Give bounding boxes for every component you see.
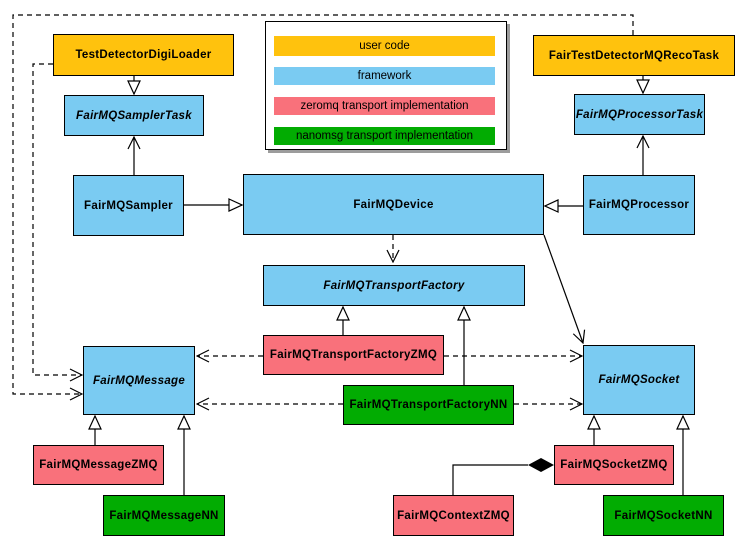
node-label: FairMQSocketNN <box>614 509 713 522</box>
edge-fairmqdevice-uses-fairmqsocket <box>543 234 583 343</box>
legend-item-user-code: user code <box>274 36 495 56</box>
legend-item-nanomsg: nanomsg transport implementation <box>274 127 495 145</box>
node-fairmqtransportfactory: FairMQTransportFactory <box>263 265 525 306</box>
node-label: FairMQMessageZMQ <box>39 459 158 471</box>
legend-item-framework: framework <box>274 67 495 85</box>
legend-label: framework <box>357 70 412 82</box>
node-label: FairMQProcessor <box>588 199 690 211</box>
node-label: FairMQContextZMQ <box>397 509 510 522</box>
legend-item-zeromq: zeromq transport implementation <box>274 97 495 115</box>
edge-testdetectordigiloader-depends-fairmqmessage <box>32 63 82 375</box>
legend: user code framework zeromq transport imp… <box>265 21 507 150</box>
node-fairmqsampler: FairMQSampler <box>73 175 184 236</box>
legend-label: zeromq transport implementation <box>300 100 469 112</box>
node-label: FairTestDetectorMQRecoTask <box>548 49 720 62</box>
node-fairtestdetectormqrecotask: FairTestDetectorMQRecoTask <box>533 35 735 76</box>
node-label: FairMQTransportFactoryNN <box>349 399 508 411</box>
node-label: FairMQTransportFactoryZMQ <box>269 349 438 361</box>
legend-label: nanomsg transport implementation <box>295 130 474 142</box>
node-label: TestDetectorDigiLoader <box>75 49 212 61</box>
node-label: FairMQMessageNN <box>109 509 219 522</box>
edge-fairmqcontextzmq-composition-fairmqsocketzmq <box>452 458 554 495</box>
node-label: FairMQTransportFactory <box>323 279 465 292</box>
node-label: FairMQSocketZMQ <box>560 459 668 471</box>
edge-fairtestdetectormqrecotask-depends-fairmqmessage <box>12 14 634 394</box>
node-fairmqdevice: FairMQDevice <box>243 174 544 235</box>
node-testdetectordigiloader: TestDetectorDigiLoader <box>53 34 234 76</box>
node-label: FairMQSampler <box>84 199 173 212</box>
legend-label: user code <box>359 40 410 52</box>
node-fairmqsocketnn: FairMQSocketNN <box>603 495 724 536</box>
node-label: FairMQSocket <box>598 374 680 386</box>
node-label: FairMQMessage <box>92 374 186 387</box>
node-fairmqsamplertask: FairMQSamplerTask <box>64 95 204 136</box>
node-fairmqprocessor: FairMQProcessor <box>583 175 695 235</box>
node-fairmqsocketzmq: FairMQSocketZMQ <box>554 445 674 485</box>
node-fairmqtransportfactoryzmq: FairMQTransportFactoryZMQ <box>263 335 444 375</box>
node-label: FairMQProcessorTask <box>575 108 704 121</box>
node-label: FairMQDevice <box>353 198 434 211</box>
node-fairmqmessagezmq: FairMQMessageZMQ <box>33 445 164 485</box>
node-label: FairMQSamplerTask <box>76 109 192 122</box>
node-fairmqtransportfactorynn: FairMQTransportFactoryNN <box>343 385 514 425</box>
node-fairmqmessage: FairMQMessage <box>83 346 195 415</box>
node-fairmqprocessortask: FairMQProcessorTask <box>574 94 705 135</box>
node-fairmqcontextzmq: FairMQContextZMQ <box>393 495 514 536</box>
node-fairmqsocket: FairMQSocket <box>583 345 695 415</box>
node-fairmqmessagenn: FairMQMessageNN <box>103 495 225 536</box>
